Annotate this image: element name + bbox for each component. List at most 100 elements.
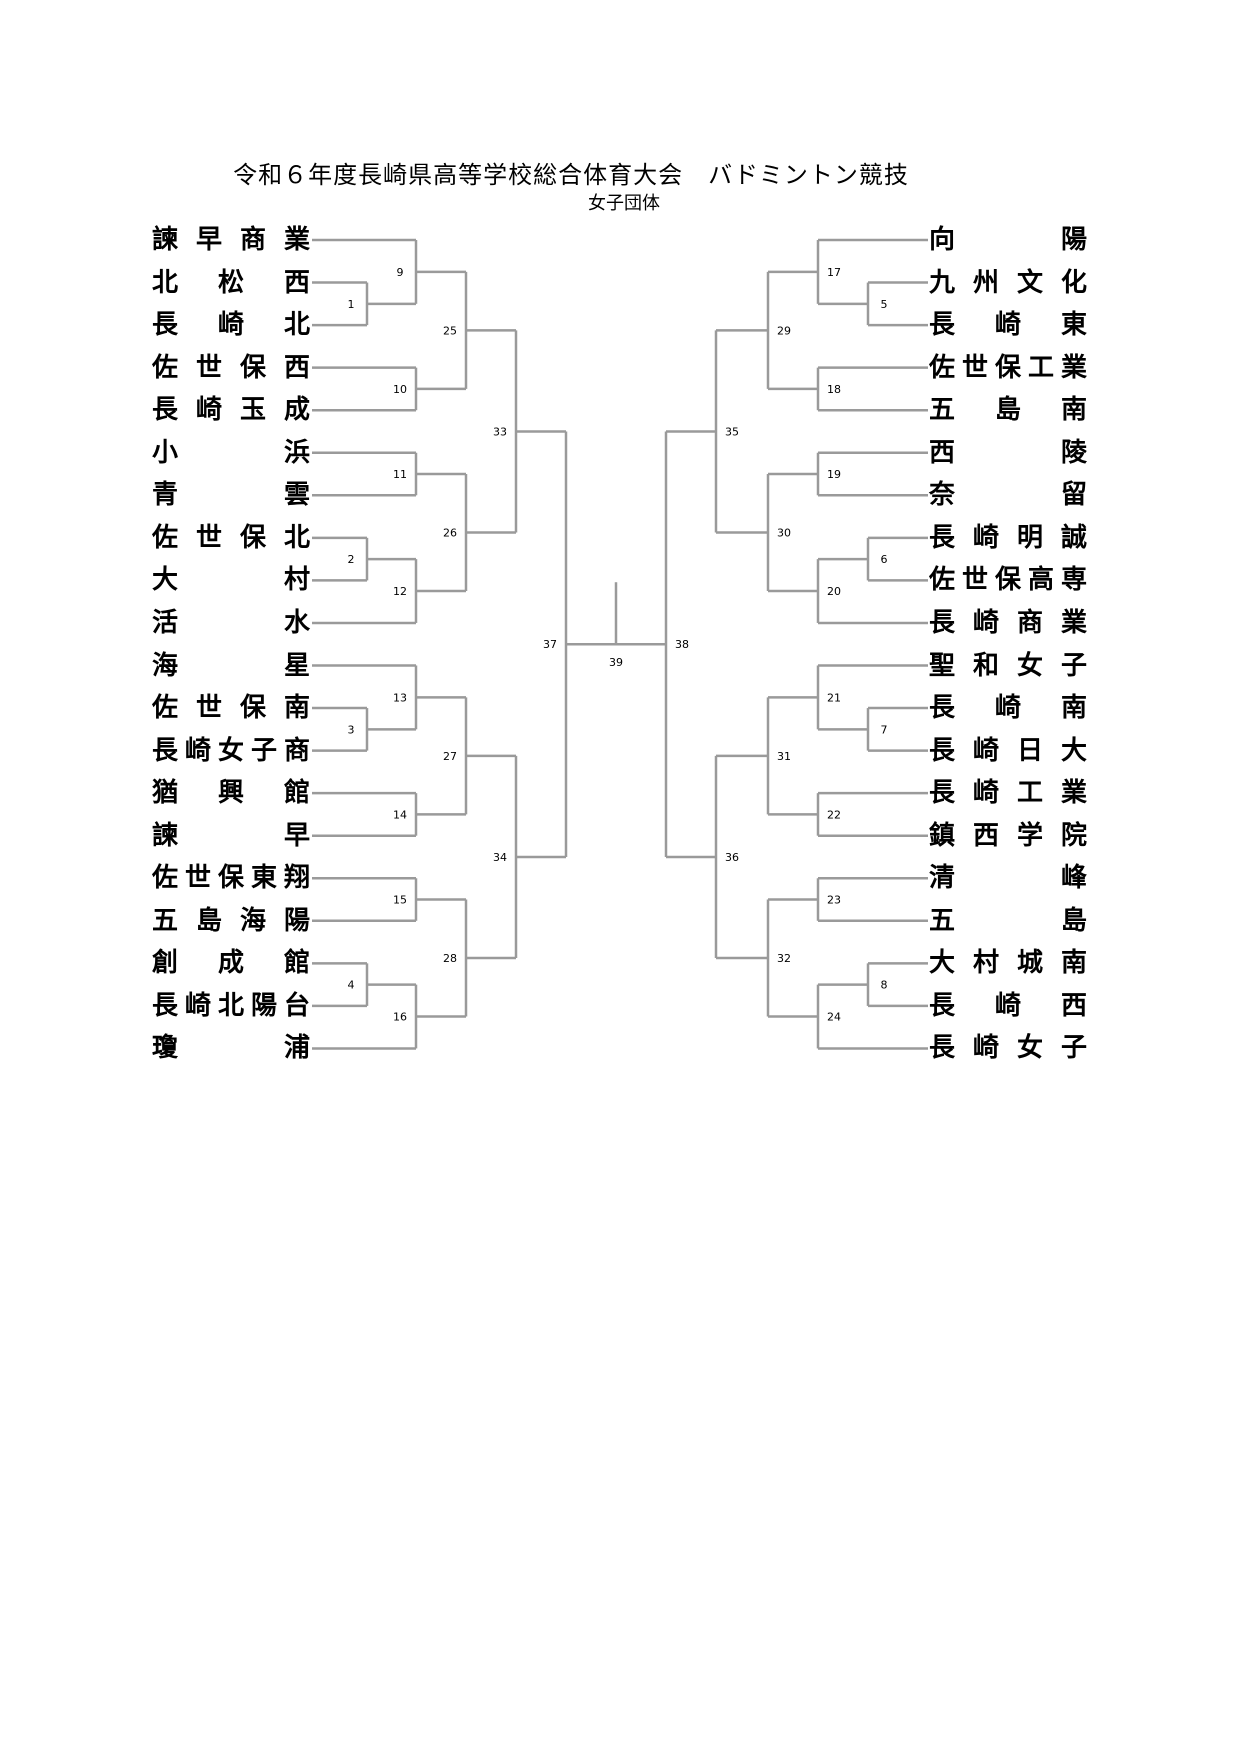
page-subtitle: 女子団体 <box>588 193 660 214</box>
team-name-char: 西 <box>283 352 310 383</box>
match-number: 30 <box>777 527 791 540</box>
team-name-char: 世 <box>961 565 988 596</box>
team-name-char: 佐 <box>152 522 179 553</box>
team-right: 向陽 <box>929 220 1087 260</box>
team-name-char: 北 <box>283 310 310 341</box>
team-name-char: 保 <box>239 693 266 724</box>
team-name-char: 西 <box>283 267 310 298</box>
team-name-char: 城 <box>1016 948 1043 979</box>
team-name-char: 大 <box>152 565 179 596</box>
team-name-char: 星 <box>283 650 310 681</box>
team-left: 佐世保東翔 <box>152 858 310 898</box>
team-name-char: 陽 <box>1060 225 1087 255</box>
team-left: 長崎北陽台 <box>152 986 310 1026</box>
team-name-char: 長 <box>152 735 179 766</box>
match-number: 17 <box>827 266 841 279</box>
team-name-char: 化 <box>1060 267 1087 298</box>
team-name-char: 浜 <box>283 437 310 468</box>
team-name-char: 専 <box>1060 565 1087 596</box>
page-title: 令和６年度長崎県高等学校総合体育大会 バドミントン競技 <box>233 161 909 189</box>
team-name-char: 女 <box>217 735 244 766</box>
team-name-char: 日 <box>1016 735 1043 766</box>
team-name-char: 女 <box>1016 650 1043 681</box>
team-name-char: 南 <box>1060 395 1087 426</box>
team-name-char: 浦 <box>283 1033 310 1064</box>
team-name-char: 九 <box>929 267 956 298</box>
team-name-char: 長 <box>929 1033 956 1064</box>
team-name-char: 佐 <box>152 863 179 894</box>
team-left: 佐世保北 <box>152 518 310 558</box>
match-number: 4 <box>348 979 355 992</box>
team-name-char: 明 <box>1016 522 1043 553</box>
team-name-char: 大 <box>1060 735 1087 766</box>
team-name-char: 成 <box>217 948 244 979</box>
team-name-char: 陽 <box>250 990 277 1021</box>
match-number: 16 <box>393 1011 407 1024</box>
team-name-char: 長 <box>929 693 956 724</box>
team-name-char: 和 <box>972 650 999 681</box>
team-name-char: 峰 <box>1060 863 1087 894</box>
team-name-char: 保 <box>239 522 266 553</box>
team-right: 西陵 <box>929 433 1087 473</box>
team-right: 長崎日大 <box>929 731 1087 771</box>
team-name-char: 商 <box>239 225 266 255</box>
team-left: 長崎玉成 <box>152 390 310 430</box>
team-name-char: 五 <box>929 905 956 936</box>
team-left: 諫早 <box>152 816 310 856</box>
team-name-char: 創 <box>152 948 179 979</box>
team-name-char: 村 <box>283 565 310 596</box>
team-name-char: 早 <box>195 225 222 255</box>
team-name-char: 翔 <box>283 863 310 894</box>
team-name-char: 猶 <box>152 778 179 809</box>
team-left: 長崎女子商 <box>152 731 310 771</box>
team-name-char: 商 <box>1016 607 1043 638</box>
team-name-char: 子 <box>1060 1033 1087 1064</box>
team-name-char: 島 <box>994 395 1021 426</box>
team-name-char: 青 <box>152 480 179 511</box>
team-name-char: 佐 <box>152 693 179 724</box>
match-number: 9 <box>397 266 404 279</box>
team-right: 九州文化 <box>929 263 1087 303</box>
match-number: 29 <box>777 324 791 337</box>
team-name-char: 諫 <box>152 820 179 851</box>
match-number: 27 <box>443 750 457 763</box>
team-left: 佐世保南 <box>152 688 310 728</box>
team-name-char: 崎 <box>195 395 222 426</box>
team-name-char: 崎 <box>994 310 1021 341</box>
team-name-char: 島 <box>195 905 222 936</box>
team-right: 奈留 <box>929 475 1087 515</box>
team-name-char: 向 <box>929 225 956 255</box>
team-name-char: 活 <box>152 607 179 638</box>
team-name-char: 聖 <box>929 650 956 681</box>
team-name-char: 州 <box>972 267 999 298</box>
team-name-char: 崎 <box>994 693 1021 724</box>
team-name-char: 崎 <box>184 990 211 1021</box>
team-name-char: 水 <box>283 607 310 638</box>
team-left: 大村 <box>152 560 310 600</box>
team-name-char: 陵 <box>1060 437 1087 468</box>
match-number: 33 <box>493 425 507 438</box>
team-name-char: 西 <box>972 820 999 851</box>
team-left: 五島海陽 <box>152 901 310 941</box>
team-right: 清峰 <box>929 858 1087 898</box>
team-name-char: 南 <box>1060 693 1087 724</box>
team-name-char: 松 <box>217 267 244 298</box>
team-name-char: 崎 <box>972 778 999 809</box>
team-name-char: 陽 <box>283 905 310 936</box>
match-number: 19 <box>827 468 841 481</box>
team-right: 長崎南 <box>929 688 1087 728</box>
match-number: 24 <box>827 1011 841 1024</box>
team-name-char: 高 <box>1027 565 1054 596</box>
match-number: 14 <box>393 808 407 821</box>
match-number: 18 <box>827 383 841 396</box>
team-name-char: 大 <box>929 948 956 979</box>
team-name-char: 子 <box>1060 650 1087 681</box>
team-name-char: 保 <box>994 352 1021 383</box>
team-right: 五島南 <box>929 390 1087 430</box>
team-name-char: 五 <box>929 395 956 426</box>
team-name-char: 北 <box>217 990 244 1021</box>
team-name-char: 崎 <box>217 310 244 341</box>
team-name-char: 早 <box>283 820 310 851</box>
team-name-char: 崎 <box>972 1033 999 1064</box>
